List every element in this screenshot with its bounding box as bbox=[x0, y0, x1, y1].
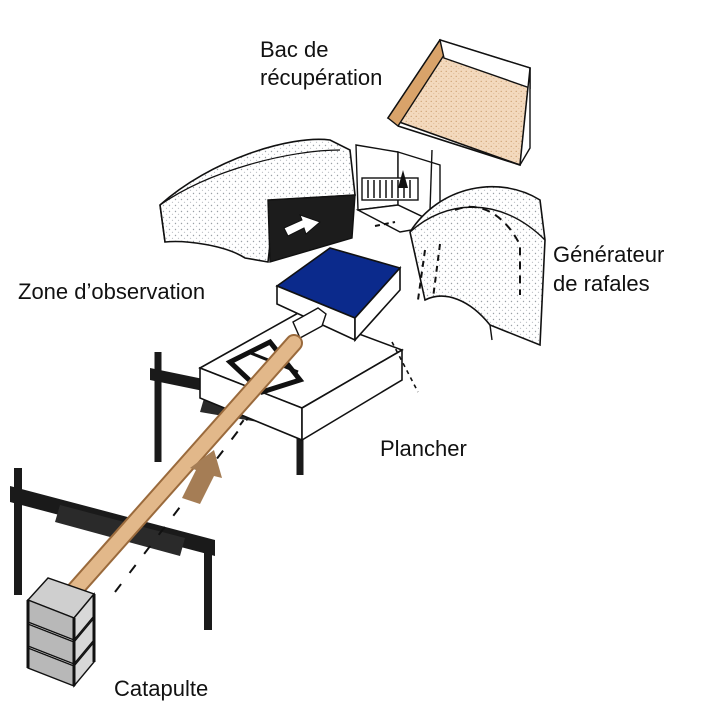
label-generateur-line1: Générateur bbox=[553, 242, 665, 267]
recovery-tray bbox=[386, 38, 531, 167]
catapult-rack bbox=[26, 577, 96, 688]
launch-arrow-icon bbox=[182, 450, 222, 504]
label-catapulte: Catapulte bbox=[114, 676, 209, 701]
tunnel-hood bbox=[159, 138, 356, 263]
label-bac-line1: Bac de bbox=[260, 37, 329, 62]
floor-pointer bbox=[391, 341, 419, 393]
gust-generator bbox=[409, 186, 546, 347]
observation-zone-box bbox=[275, 247, 402, 343]
label-plancher: Plancher bbox=[380, 436, 467, 461]
label-generateur-line2: de rafales bbox=[553, 271, 650, 296]
label-zone-observation: Zone d’observation bbox=[18, 279, 206, 304]
label-bac-line2: récupération bbox=[260, 65, 383, 90]
